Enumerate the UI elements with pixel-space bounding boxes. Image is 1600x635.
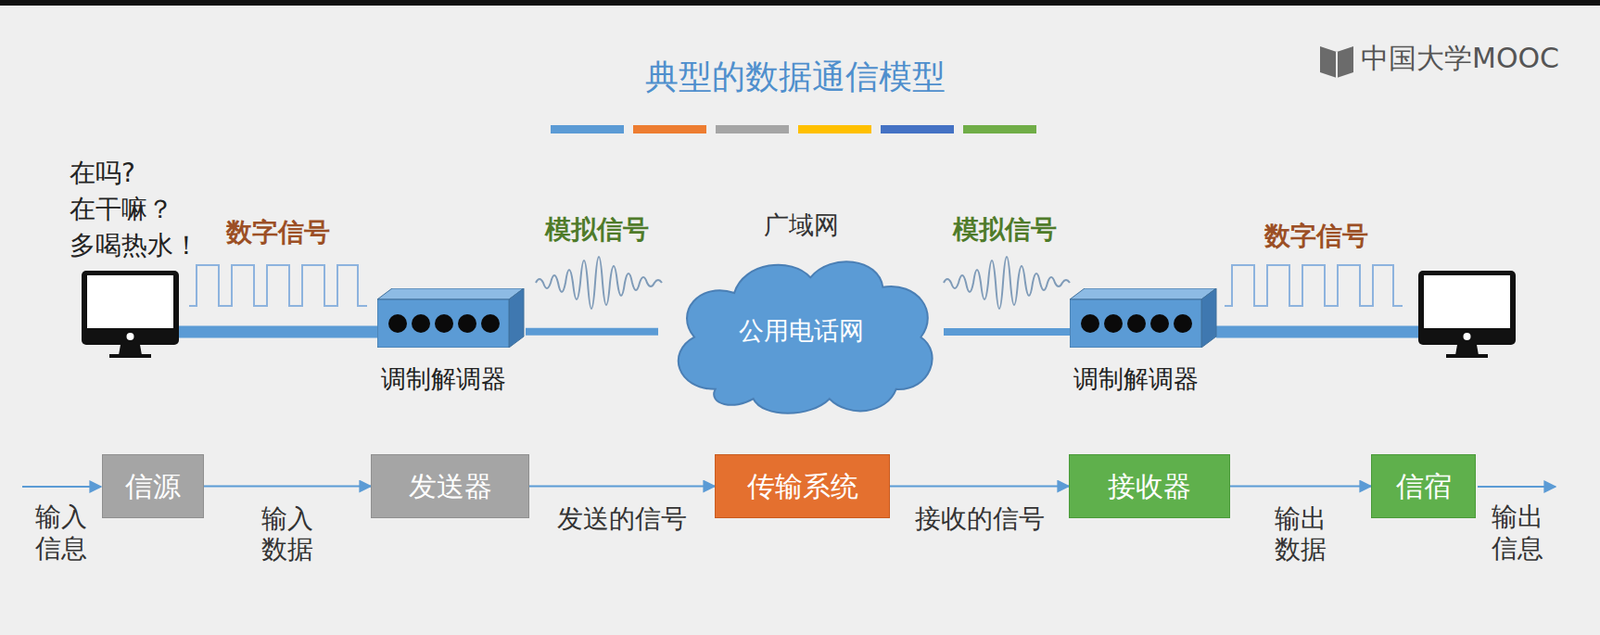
modem-led [1150,314,1169,333]
modem-led [434,314,454,333]
modem-led [1080,314,1100,333]
title-text: 典型的数据通信模型 [645,56,946,97]
modem-led [1127,314,1146,333]
io-label: 输入 信息 [35,501,88,564]
signal-name: 数字信号 [1264,220,1369,253]
modem-side [508,288,524,348]
edge-label: 接收的信号 [914,503,1045,535]
modem-body [377,288,526,348]
box-label: 信宿 [1396,469,1452,504]
box-label: 发送器 [408,469,493,504]
logo-text: 中国大学MOOC [1360,41,1560,76]
cloud-label: 公用电话网 [738,316,864,346]
modem-top [377,288,524,300]
network-cloud: 公用电话网 [658,244,944,419]
logo-spine [1335,51,1338,78]
modem-led [457,314,477,333]
modem-top [1069,288,1217,300]
modem-body [1069,288,1219,348]
digital-wave [189,265,368,306]
box-label: 接收器 [1107,469,1192,504]
edge-label: 输出 数据 [1274,503,1327,566]
connector [203,485,371,488]
connector [525,328,659,336]
title-bars [550,125,1037,134]
modem-front [377,299,509,348]
transmission-box: 传输系统 [714,454,890,519]
computer-monitor [81,270,179,358]
monitor-dot [126,332,135,341]
modem-label: 调制解调器 [1073,364,1199,394]
box-label: 传输系统 [747,469,859,504]
chat-message: 多喝热水！ [69,229,200,262]
monitor-stand [1455,344,1479,356]
modem-led [388,314,407,333]
modem-led [1104,314,1123,333]
analog-wave-path [943,256,1070,309]
modem-label: 调制解调器 [380,364,507,394]
edge-label: 输入 数据 [261,503,314,566]
monitor-screen [87,275,174,329]
edge-label: 发送的信号 [557,503,687,535]
monitor-dot [1463,332,1472,341]
monitor-stand [118,344,142,356]
color-bar [963,125,1037,134]
modem-side [1201,288,1217,348]
box-label: 信源 [125,469,181,504]
analog-wave [535,256,662,309]
color-bar [880,125,954,134]
receiver-box: 接收器 [1068,454,1231,519]
modem-led [411,314,431,333]
cable [176,326,380,339]
source-box: 信源 [101,454,204,519]
sink-box: 信宿 [1371,454,1476,519]
chat-message: 在干嘛？ [69,193,174,226]
connector [529,485,715,488]
modem-box: 调制解调器 [377,288,526,348]
color-bar [633,125,707,134]
digital-wave [1224,265,1403,306]
logo-icon [1320,46,1354,78]
chat-message: 在吗? [69,157,136,190]
analog-wave [943,256,1070,309]
color-bar [715,125,789,134]
signal-name: 模拟信号 [952,214,1057,246]
monitor-frame [81,270,179,345]
connector [889,485,1069,488]
color-bar [798,125,872,134]
input-arrow [22,485,102,488]
output-arrow [1477,485,1556,488]
modem-front [1069,299,1202,348]
modem-box: 调制解调器 [1069,288,1219,348]
cable [1216,326,1422,339]
monitor-base [1446,354,1488,358]
modem-led [481,314,500,333]
computer-monitor [1418,270,1516,358]
modem-led [1173,314,1193,333]
cloud-outline [678,261,933,414]
color-bar [550,125,624,134]
monitor-frame [1418,270,1516,345]
connector [943,328,1070,336]
monitor-screen [1423,275,1511,329]
monitor-base [109,354,152,358]
top-strip [0,0,1600,6]
logo-book [1320,46,1354,78]
signal-name: 模拟信号 [545,214,649,246]
connector [1230,485,1372,488]
modem-label-slot: 调制解调器 [1069,364,1202,394]
io-label: 输出 信息 [1491,501,1544,564]
modem-label-slot: 调制解调器 [377,364,509,394]
network-name: 广域网 [763,210,839,241]
signal-name: 数字信号 [226,216,331,249]
transmitter-box: 发送器 [370,454,530,519]
